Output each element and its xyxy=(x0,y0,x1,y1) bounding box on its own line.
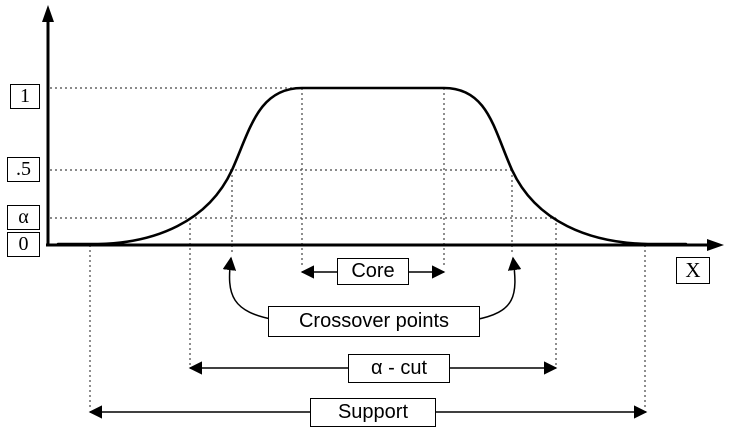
y-axis-label-half: .5 xyxy=(7,157,40,182)
gridlines-horizontal xyxy=(50,87,556,219)
crossover-arrow-right xyxy=(473,256,522,321)
crossover-arrow-left xyxy=(222,256,277,321)
gridlines-vertical xyxy=(89,88,646,408)
y-axis-label-1: 1 xyxy=(10,84,40,109)
y-axis-label-0: 0 xyxy=(7,232,40,257)
y-axis-label-alpha: α xyxy=(7,205,40,230)
crossover-points-label: Crossover points xyxy=(268,306,480,337)
x-axis-label: X xyxy=(676,257,710,284)
x-axis-arrowhead-icon xyxy=(707,239,724,251)
y-axis-arrowhead-icon xyxy=(42,5,54,22)
membership-curve xyxy=(56,86,688,246)
core-label: Core xyxy=(337,258,409,285)
alpha-cut-label: α - cut xyxy=(348,354,450,383)
support-label: Support xyxy=(310,398,436,427)
